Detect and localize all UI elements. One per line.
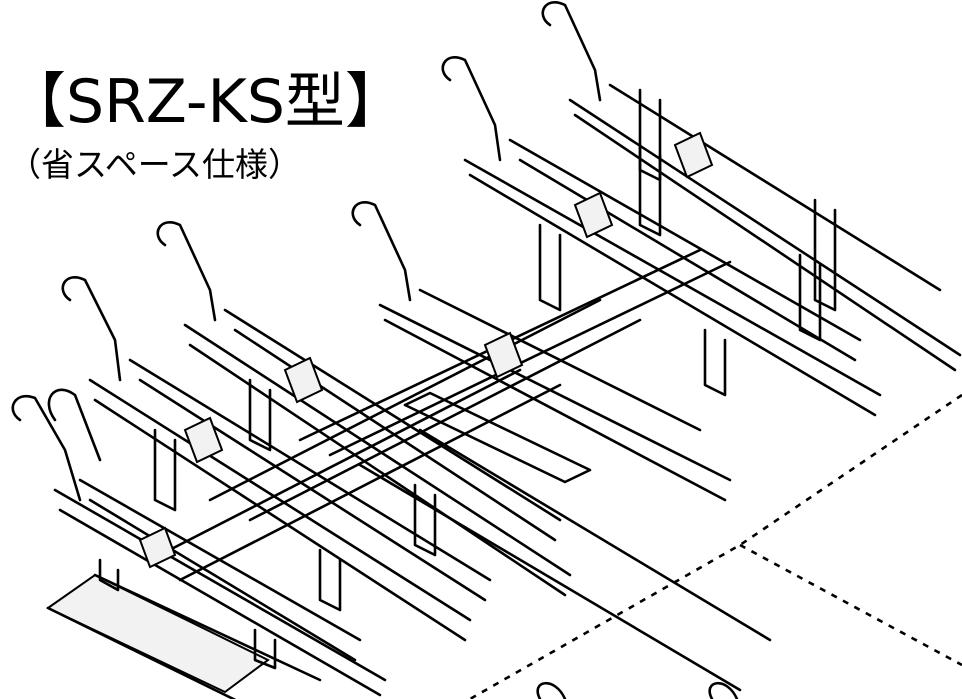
extension-dashed-outline	[469, 393, 962, 699]
rack-unit	[156, 221, 572, 597]
rack-unit	[11, 388, 387, 697]
rack-unit	[351, 201, 732, 502]
product-subtitle: （省スペース仕様）	[8, 145, 302, 184]
next-rack-partial	[536, 681, 739, 699]
rack-unit	[441, 56, 882, 417]
product-title: 【SRZ-KS型】	[6, 67, 405, 137]
rack-unit	[541, 1, 962, 372]
rack-unit	[61, 276, 492, 642]
